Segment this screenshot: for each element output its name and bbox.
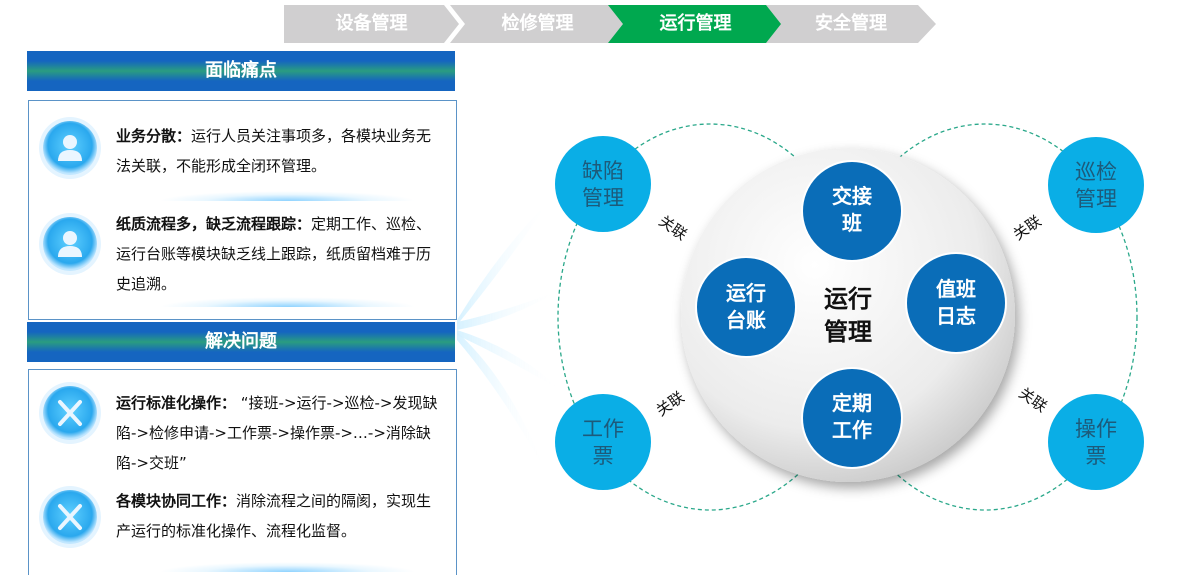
solutions-panel: 运行标准化操作： “接班->运行->巡检->发现缺陷->检修申请->工作票->操… — [28, 369, 457, 575]
node-operation-ledger[interactable]: 运行台账 — [695, 256, 797, 358]
node-operation-ticket[interactable]: 操作票 — [1048, 394, 1144, 490]
svg-text:值班日志: 值班日志 — [936, 277, 976, 328]
module-steps-nav: 设备管理 检修管理 运行管理 安全管理 — [284, 5, 944, 43]
node-duty-log[interactable]: 值班日志 — [905, 252, 1007, 354]
svg-text:定期工作: 定期工作 — [832, 391, 872, 442]
pain-item-text: 定期工作、巡检、运行台账等模块缺乏线上跟踪，纸质留档难于历史追溯。 — [116, 215, 432, 293]
node-work-ticket[interactable]: 工作票 — [555, 394, 651, 490]
pain-points-header: 面临痛点 — [27, 51, 455, 91]
center-label: 运行管理 — [824, 285, 872, 346]
solution-item: 各模块协同工作：消除流程之间的隔阂，实现生产运行的标准化操作、流程化监督。 — [39, 482, 446, 572]
step-maintenance[interactable]: 检修管理 — [450, 5, 625, 43]
tools-icon — [43, 386, 97, 440]
solutions-header: 解决问题 — [27, 322, 455, 362]
node-defect-management[interactable]: 缺陷管理 — [555, 136, 651, 232]
link-label: 关联 — [655, 212, 690, 244]
step-equipment[interactable]: 设备管理 — [284, 5, 459, 43]
solution-item: 运行标准化操作： “接班->运行->巡检->发现缺陷->检修申请->工作票->操… — [39, 382, 446, 482]
solution-item-title: 运行标准化操作： — [116, 394, 237, 412]
dashed-link-ellipse-right — [832, 123, 1138, 511]
user-icon — [43, 217, 97, 271]
pain-item-title: 纸质流程多，缺乏流程跟踪： — [116, 215, 312, 233]
node-inspection-management[interactable]: 巡检管理 — [1048, 137, 1144, 233]
node-handover[interactable]: 交接班 — [801, 160, 903, 262]
pain-points-panel: 业务分散：运行人员关注事项多，各模块业务无法关联，不能形成全闭环管理。 纸质流程… — [28, 100, 457, 320]
solution-item-text: 消除流程之间的隔阂，实现生产运行的标准化操作、流程化监督。 — [116, 492, 432, 540]
pain-item-title: 业务分散： — [116, 127, 192, 145]
solution-item-title: 各模块协同工作： — [116, 492, 237, 510]
solution-item-text: “接班->运行->巡检->发现缺陷->检修申请->工作票->操作票->…->消除… — [116, 394, 438, 472]
link-label: 关联 — [653, 388, 688, 420]
tools-icon — [43, 490, 97, 544]
link-label: 关联 — [1010, 212, 1045, 244]
user-icon — [43, 121, 97, 175]
svg-text:交接班: 交接班 — [832, 184, 872, 235]
step-operation[interactable]: 运行管理 — [608, 5, 783, 43]
core-circle — [681, 148, 1015, 482]
pain-item: 业务分散：运行人员关注事项多，各模块业务无法关联，不能形成全闭环管理。 — [39, 113, 446, 203]
glow-divider — [159, 191, 416, 201]
svg-text:巡检管理: 巡检管理 — [1075, 160, 1117, 211]
svg-text:工作票: 工作票 — [582, 417, 624, 468]
svg-text:缺陷管理: 缺陷管理 — [582, 159, 624, 210]
link-label: 关联 — [1015, 384, 1050, 416]
operation-management-diagram: 运行管理 交接班 运行台账 值班日志 定期工作 缺陷管理 巡检管理 工作票 操作… — [457, 123, 1144, 511]
svg-text:操作票: 操作票 — [1075, 417, 1117, 468]
glow-divider — [159, 562, 416, 572]
glow-divider — [159, 297, 416, 307]
pain-item-text: 运行人员关注事项多，各模块业务无法关联，不能形成全闭环管理。 — [116, 127, 432, 175]
pain-item: 纸质流程多，缺乏流程跟踪：定期工作、巡检、运行台账等模块缺乏线上跟踪，纸质留档难… — [39, 205, 446, 315]
light-rays — [457, 200, 560, 470]
node-periodic-work[interactable]: 定期工作 — [801, 367, 903, 469]
step-safety[interactable]: 安全管理 — [766, 5, 936, 43]
svg-text:运行台账: 运行台账 — [726, 281, 766, 332]
